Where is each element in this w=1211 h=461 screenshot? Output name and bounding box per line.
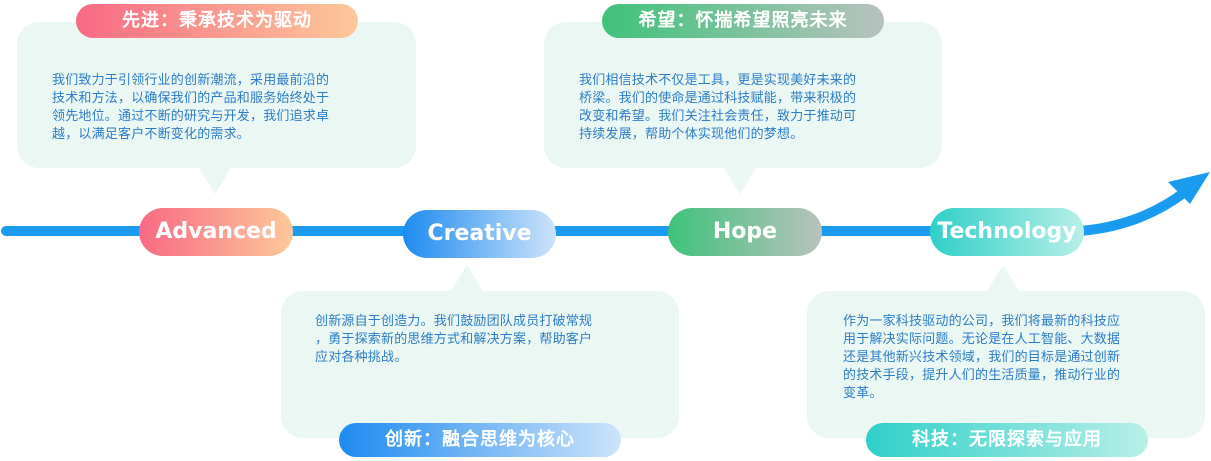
- node-advanced: Advanced: [139, 208, 293, 256]
- card-title-advanced: 先进：秉承技术为驱动: [76, 4, 358, 38]
- arrow-head-icon: [1168, 172, 1210, 204]
- card-tail: [724, 168, 756, 194]
- card-creative: [281, 265, 679, 438]
- node-creative: Creative: [403, 210, 556, 258]
- card-text-creative: 创新源自于创造力。我们鼓励团队成员打破常规 ，勇于探索新的思维方式和解决方案，帮…: [315, 314, 593, 365]
- node-technology: Technology: [930, 208, 1084, 256]
- card-tail: [451, 265, 483, 291]
- card-text-advanced: 我们致力于引领行业的创新潮流，采用最前沿的 技术和方法，以确保我们的产品和服务始…: [52, 73, 330, 142]
- card-technology: [807, 265, 1205, 438]
- card-title-hope: 希望：怀揣希望照亮未来: [602, 4, 884, 38]
- card-advanced: [17, 22, 416, 194]
- card-hope: [544, 22, 942, 194]
- card-text-hope: 我们相信技术不仅是工具，更是实现美好未来的 桥梁。我们的使命是通过科技赋能，带来…: [579, 73, 857, 142]
- card-tail: [199, 168, 231, 194]
- node-hope: Hope: [668, 208, 822, 256]
- card-title-technology: 科技：无限探索与应用: [866, 423, 1148, 457]
- card-tail: [987, 265, 1019, 291]
- card-title-creative: 创新：融合思维为核心: [339, 423, 621, 457]
- card-text-technology: 作为一家科技驱动的公司，我们将最新的科技应 用于解决实际问题。无论是在人工智能、…: [843, 314, 1121, 401]
